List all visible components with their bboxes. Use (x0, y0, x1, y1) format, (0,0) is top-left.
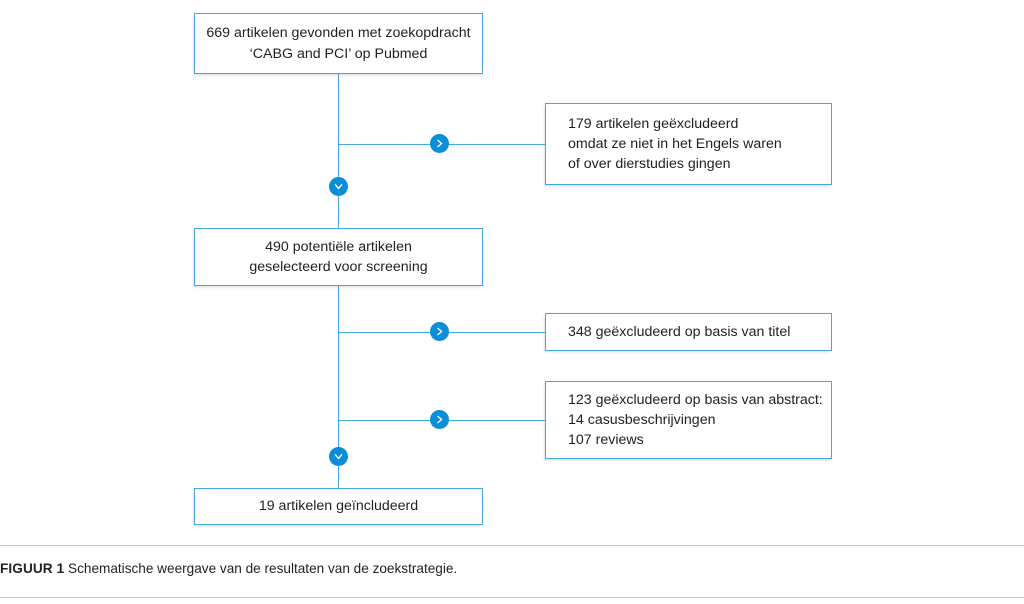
connector-trunk-upper (337, 74, 340, 228)
figure-flowchart-canvas: 669 artikelen gevonden met zoekopdracht … (194, 13, 832, 525)
flow-node-articles-included: 19 artikelen geïncludeerd (194, 488, 483, 525)
figure-caption: FIGUUR 1 Schematische weergave van de re… (0, 560, 1000, 578)
chevron-right-icon (430, 322, 449, 341)
flow-node-excluded-language-text: 179 artikelen geëxcludeerd omdat ze niet… (568, 115, 782, 173)
chevron-right-icon (430, 134, 449, 153)
caption-rule-bottom (0, 597, 1024, 598)
flow-node-excluded-abstract: 123 geëxcludeerd op basis van abstract: … (545, 381, 832, 459)
flow-node-articles-found-text: 669 artikelen gevonden met zoekopdracht … (206, 25, 471, 62)
chevron-down-icon (329, 177, 348, 196)
caption-rule-top (0, 545, 1024, 546)
flow-node-excluded-abstract-text: 123 geëxcludeerd op basis van abstract: … (568, 391, 823, 449)
flow-node-articles-found: 669 artikelen gevonden met zoekopdracht … (194, 13, 483, 74)
figure-caption-text: Schematische weergave van de resultaten … (68, 561, 458, 576)
chevron-right-icon (430, 410, 449, 429)
figure-caption-label: FIGUUR 1 (0, 561, 65, 576)
flow-node-excluded-title-text: 348 geëxcludeerd op basis van titel (568, 323, 791, 340)
connector-trunk-lower (337, 286, 340, 488)
flow-node-excluded-title: 348 geëxcludeerd op basis van titel (545, 313, 832, 351)
flow-node-articles-included-text: 19 artikelen geïncludeerd (258, 498, 419, 515)
flow-node-articles-screened: 490 potentiële artikelen geselecteerd vo… (194, 228, 483, 286)
flow-node-excluded-language: 179 artikelen geëxcludeerd omdat ze niet… (545, 103, 832, 185)
flow-node-articles-screened-text: 490 potentiële artikelen geselecteerd vo… (249, 238, 428, 275)
chevron-down-icon (329, 447, 348, 466)
